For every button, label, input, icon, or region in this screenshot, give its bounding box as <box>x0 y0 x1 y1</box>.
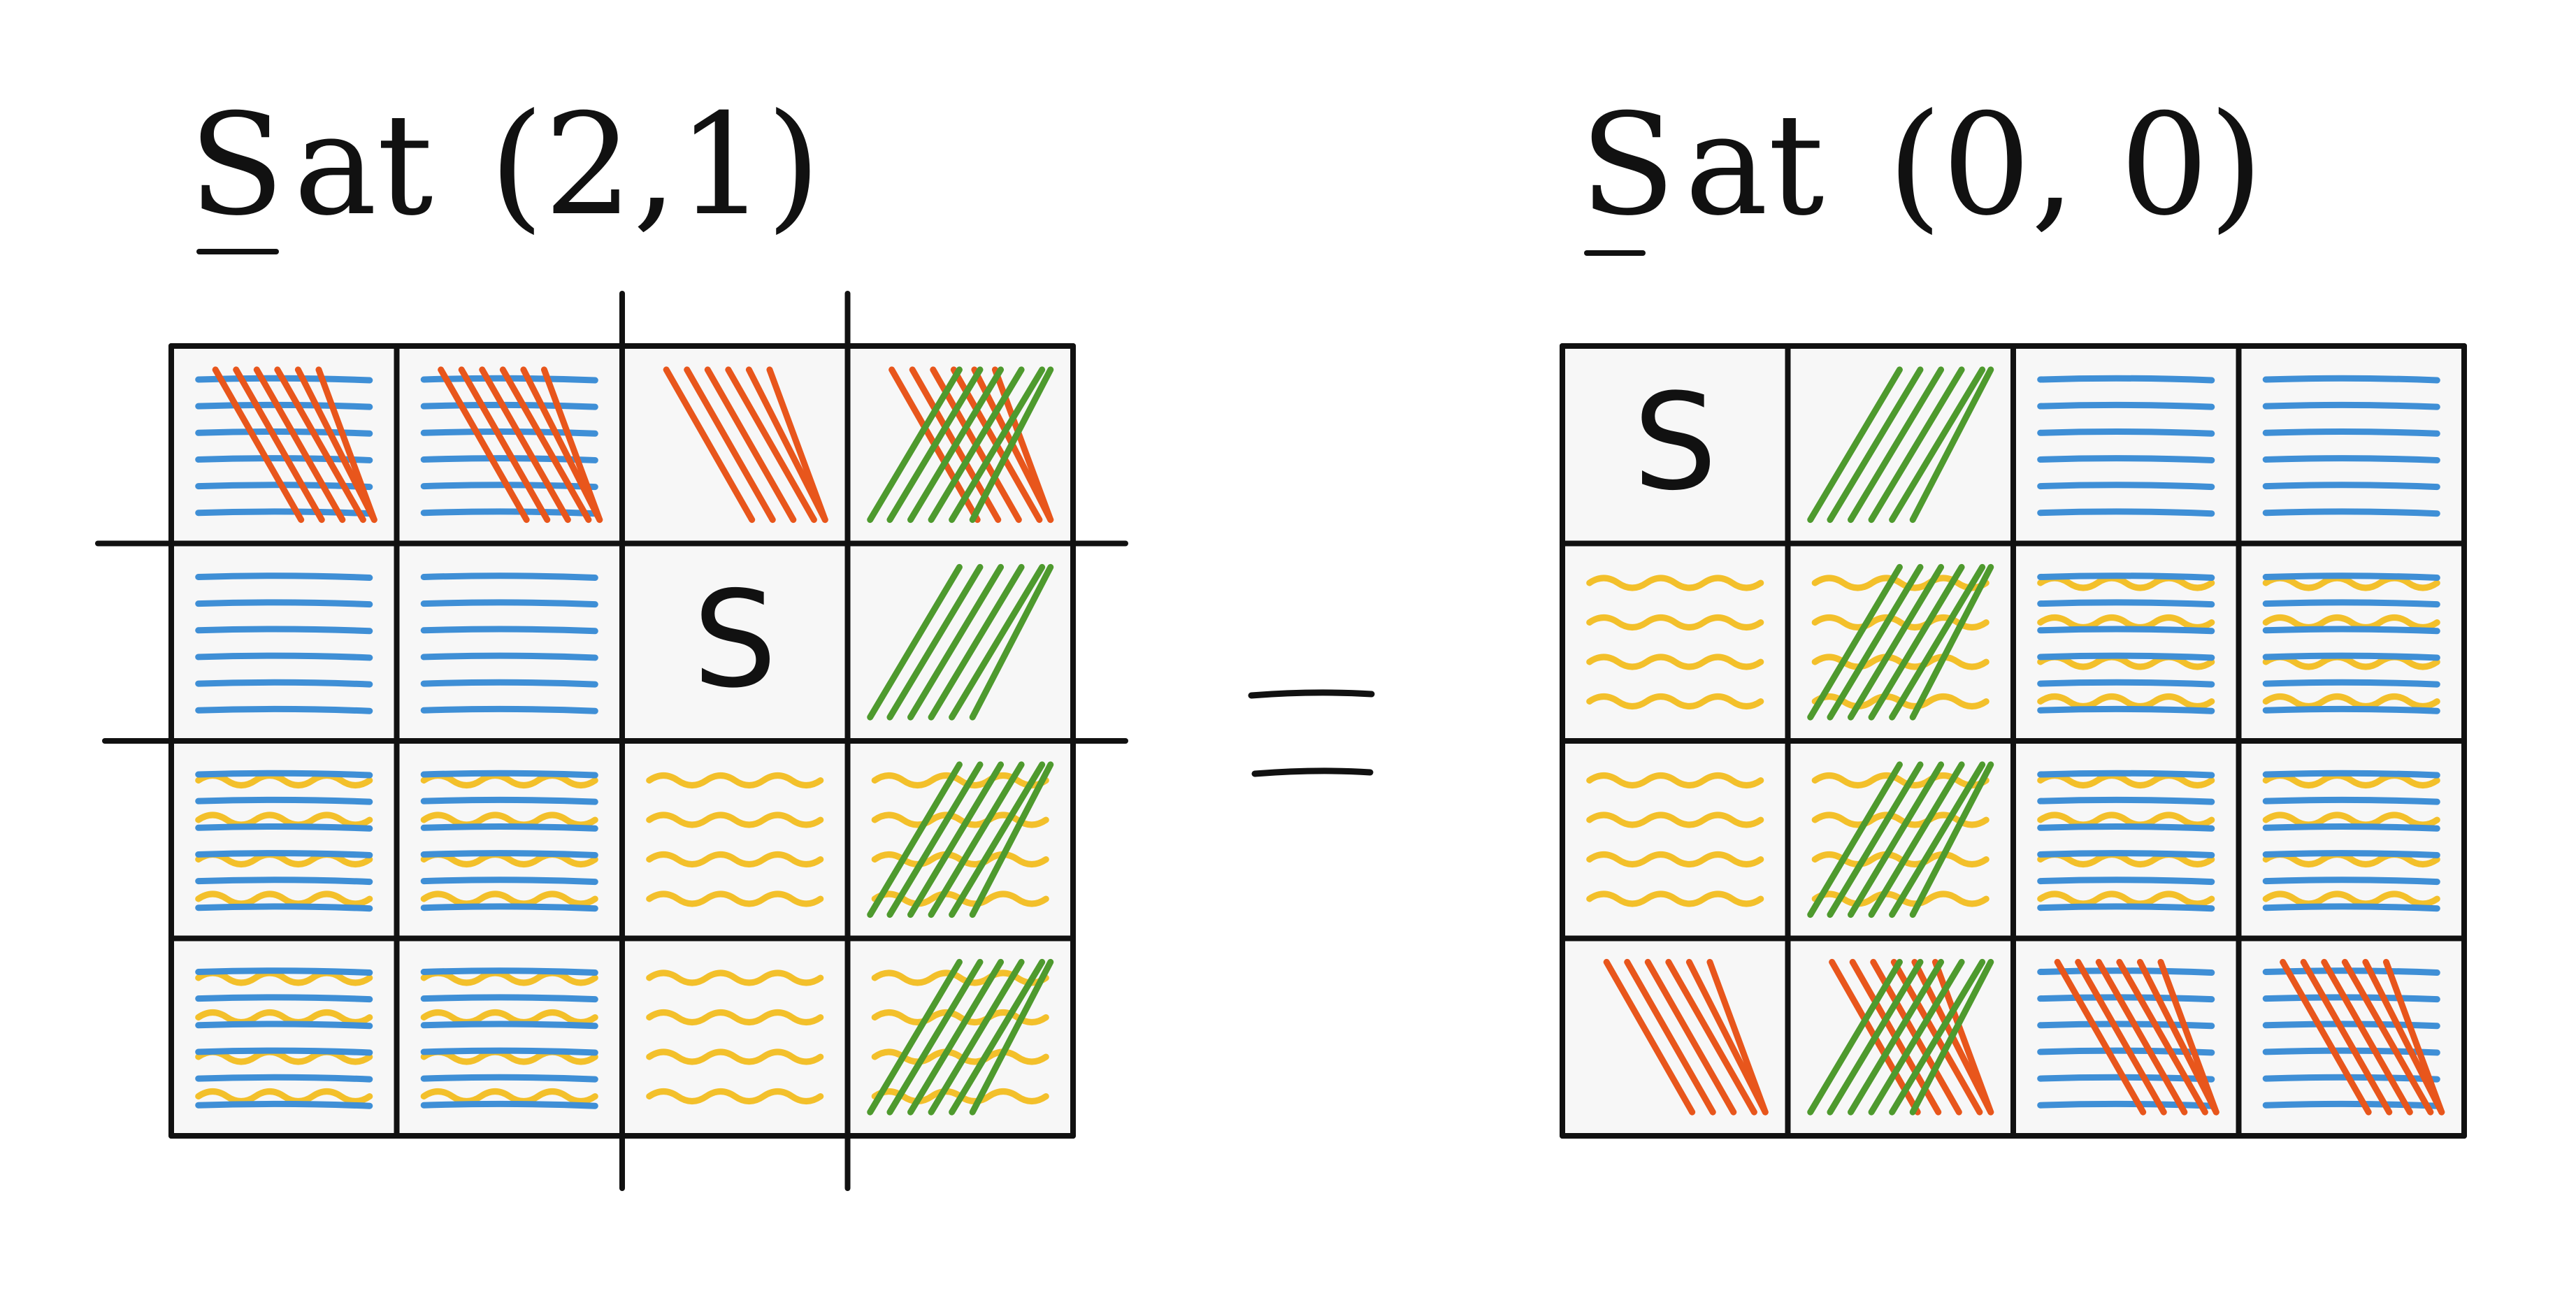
left-title-at: at <box>294 84 433 247</box>
right-cell-r3-c1 <box>1790 941 2010 1133</box>
right-cell-r0-c1 <box>1790 349 2010 541</box>
right-cell-r2-c0 <box>1565 744 1785 936</box>
right-cell-r1-c2 <box>2016 546 2236 738</box>
left-cell-r3-c2 <box>625 941 845 1133</box>
cell-s-label: S <box>1633 365 1718 519</box>
right-cell-r0-c3 <box>2241 349 2461 541</box>
left-cell-r1-c1 <box>399 546 619 738</box>
left-title: S at (2,1) <box>189 84 821 254</box>
right-cell-r3-c2 <box>2016 941 2236 1133</box>
equals-sign <box>1248 689 1375 777</box>
cell-s-label: S <box>693 563 777 717</box>
right-cell-r0-c2 <box>2016 349 2236 541</box>
left-cell-r1-c3 <box>850 546 1070 738</box>
right-title-at: at <box>1685 84 1825 247</box>
left-cell-r3-c0 <box>174 941 394 1133</box>
left-cell-r2-c1 <box>399 744 619 936</box>
left-cell-r2-c2 <box>625 744 845 936</box>
left-cell-r1-c2: S <box>625 546 845 738</box>
right-cell-r2-c3 <box>2241 744 2461 936</box>
left-highlight-extensions <box>95 291 1128 1191</box>
right-title-symbol: S <box>1580 84 1676 247</box>
left-cell-r1-c0 <box>174 546 394 738</box>
right-grid-lines <box>1560 343 2467 1139</box>
right-grid: S <box>1560 343 2467 1139</box>
left-title-symbol: S <box>189 84 285 247</box>
right-cell-r2-c1 <box>1790 744 2010 936</box>
left-cell-r0-c2 <box>625 349 845 541</box>
right-cell-r1-c0 <box>1565 546 1785 738</box>
right-cell-r3-c3 <box>2241 941 2461 1133</box>
left-cell-r3-c1 <box>399 941 619 1133</box>
left-cell-r3-c3 <box>850 941 1070 1133</box>
right-cell-r1-c3 <box>2241 546 2461 738</box>
left-cell-r0-c1 <box>399 349 619 541</box>
right-cell-r0-c0: S <box>1565 349 1785 541</box>
left-cell-r0-c3 <box>850 349 1070 541</box>
right-cell-r1-c1 <box>1790 546 2010 738</box>
right-cell-r3-c0 <box>1565 941 1785 1133</box>
left-cell-r0-c0 <box>174 349 394 541</box>
left-grid: S <box>95 291 1128 1191</box>
right-title: S at (0, 0) <box>1580 84 2264 256</box>
left-cell-r2-c3 <box>850 744 1070 936</box>
right-cell-r2-c2 <box>2016 744 2236 936</box>
left-title-args: (2,1) <box>489 84 821 247</box>
left-cell-r2-c0 <box>174 744 394 936</box>
right-title-args: (0, 0) <box>1887 84 2264 247</box>
